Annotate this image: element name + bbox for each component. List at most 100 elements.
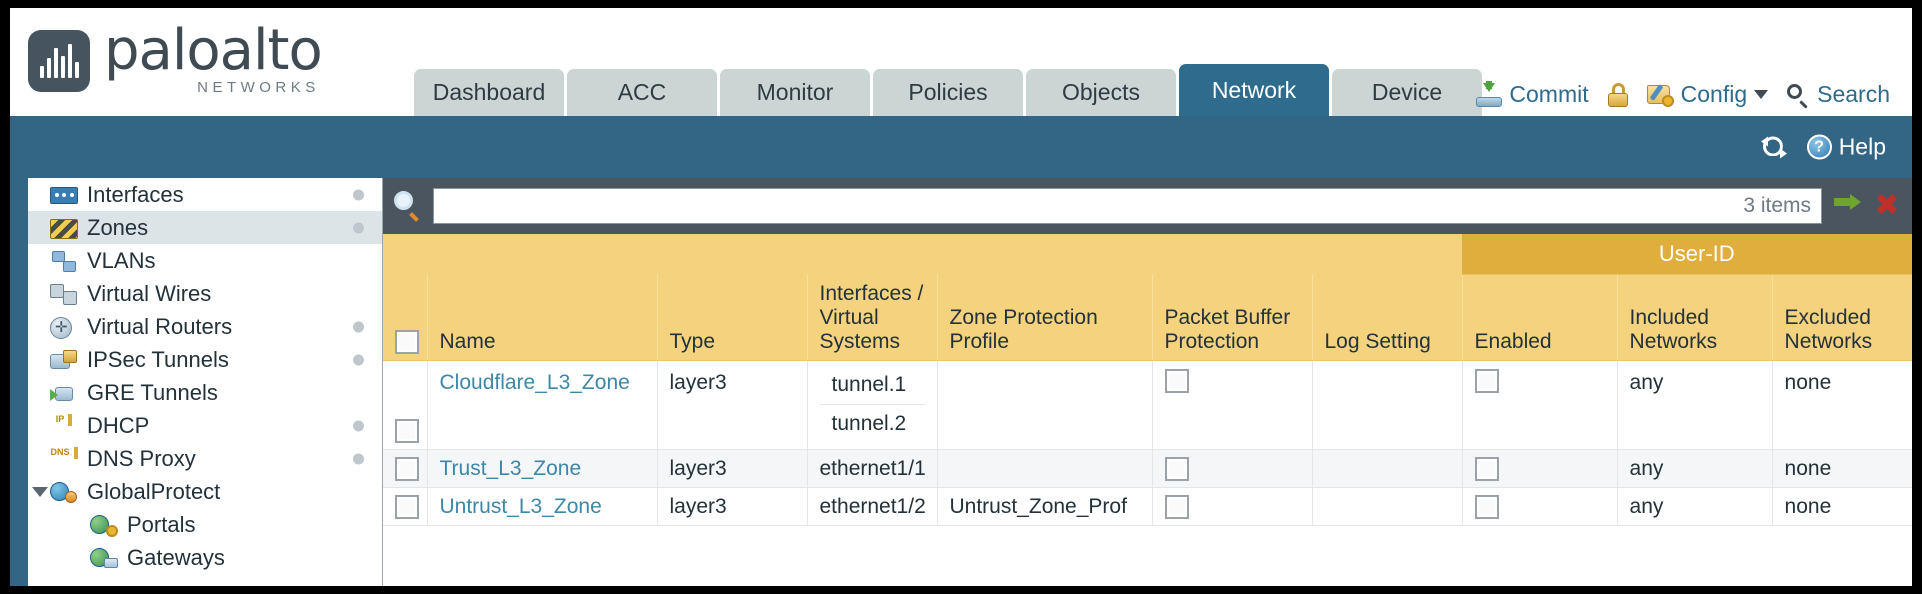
zone-protection-cell xyxy=(937,449,1153,488)
table-body: Cloudflare_L3_Zone layer3 tunnel.1 tunne… xyxy=(383,360,1912,526)
help-button[interactable]: ? Help xyxy=(1806,134,1886,161)
sidebar-item-ipsec-tunnels[interactable]: IPSec Tunnels xyxy=(28,343,382,376)
expand-dot-icon[interactable] xyxy=(353,453,364,464)
sidebar-item-gateways[interactable]: Gateways xyxy=(28,541,382,574)
zone-name-cell: Trust_L3_Zone xyxy=(427,449,658,488)
sidebar-item-vlans[interactable]: VLANs xyxy=(28,244,382,277)
header-type[interactable]: Type xyxy=(657,274,808,361)
sidebar-item-globalprotect[interactable]: GlobalProtect xyxy=(28,475,382,508)
filter-toolbar: 3 items ✖ xyxy=(383,178,1912,234)
userid-group-header: User-ID xyxy=(1462,234,1912,275)
sidebar-label: Interfaces xyxy=(87,181,184,207)
zones-table-container: User-ID Name Type Interfaces / Virtual S… xyxy=(383,234,1912,586)
tab-device[interactable]: Device xyxy=(1332,69,1482,116)
sidebar-item-virtual-wires[interactable]: Virtual Wires xyxy=(28,277,382,310)
packet-buffer-checkbox[interactable] xyxy=(1164,456,1189,481)
packet-buffer-checkbox[interactable] xyxy=(1164,368,1189,393)
chevron-down-icon[interactable] xyxy=(1754,90,1769,99)
header-excluded-nets[interactable]: Excluded Networks xyxy=(1772,274,1912,361)
tree-expand-caret-icon[interactable] xyxy=(32,486,48,497)
clear-filter-button[interactable]: ✖ xyxy=(1874,188,1900,223)
search-input[interactable]: 3 items xyxy=(433,188,1822,224)
row-checkbox[interactable] xyxy=(395,494,419,519)
apply-filter-button[interactable] xyxy=(1832,191,1862,221)
header-included-nets[interactable]: Included Networks xyxy=(1617,274,1773,361)
padlock-icon xyxy=(1607,82,1629,107)
zone-name-link[interactable]: Untrust_L3_Zone xyxy=(439,494,602,518)
tab-acc[interactable]: ACC xyxy=(567,69,717,116)
zone-protection-cell: Untrust_Zone_Prof xyxy=(937,487,1153,526)
packet-buffer-cell xyxy=(1152,449,1313,488)
sidebar-label: GlobalProtect xyxy=(87,478,221,504)
commit-icon xyxy=(1476,80,1503,107)
filter-search-icon[interactable] xyxy=(393,191,423,222)
sidebar-item-dns-proxy[interactable]: DNS DNS Proxy xyxy=(28,442,382,475)
packet-buffer-cell xyxy=(1152,360,1313,450)
included-networks-cell: any xyxy=(1617,487,1773,526)
lock-button[interactable] xyxy=(1607,82,1629,107)
virtual-routers-icon xyxy=(50,315,78,339)
expand-dot-icon[interactable] xyxy=(353,354,364,365)
excluded-networks-cell: none xyxy=(1772,449,1912,488)
sidebar-label: DNS Proxy xyxy=(87,445,196,471)
interface-item: tunnel.2 xyxy=(831,411,907,435)
tab-monitor[interactable]: Monitor xyxy=(720,69,870,116)
commit-label: Commit xyxy=(1509,81,1589,107)
header-name[interactable]: Name xyxy=(427,274,658,361)
sidebar-item-dhcp[interactable]: IP DHCP xyxy=(28,409,382,442)
refresh-icon[interactable] xyxy=(1760,135,1787,159)
column-header-row: Name Type Interfaces / Virtual Systems Z… xyxy=(383,274,1912,361)
sidebar-item-zones[interactable]: Zones xyxy=(28,211,382,244)
header-packet-buffer[interactable]: Packet Buffer Protection xyxy=(1152,274,1313,361)
userid-enabled-cell xyxy=(1462,449,1618,488)
packet-buffer-cell xyxy=(1152,487,1313,526)
expand-dot-icon[interactable] xyxy=(353,321,364,332)
commit-button[interactable]: Commit xyxy=(1476,80,1589,108)
expand-dot-icon[interactable] xyxy=(353,222,364,233)
sidebar-label: DHCP xyxy=(87,412,150,438)
tab-objects[interactable]: Objects xyxy=(1026,69,1176,116)
row-checkbox[interactable] xyxy=(395,418,419,443)
expand-dot-icon[interactable] xyxy=(353,189,364,200)
table-row[interactable]: Trust_L3_Zone layer3 ethernet1/1 xyxy=(383,449,1912,488)
tab-network[interactable]: Network xyxy=(1179,64,1329,116)
sidebar-label: Virtual Routers xyxy=(87,313,233,339)
header-interfaces[interactable]: Interfaces / Virtual Systems xyxy=(807,274,938,361)
sidebar-label: VLANs xyxy=(87,247,156,273)
sidebar-item-portals[interactable]: Portals xyxy=(28,508,382,541)
header-userid-enabled[interactable]: Enabled xyxy=(1462,274,1618,361)
table-row[interactable]: Cloudflare_L3_Zone layer3 tunnel.1 tunne… xyxy=(383,360,1912,450)
select-all-checkbox[interactable] xyxy=(395,329,419,354)
userid-enabled-checkbox[interactable] xyxy=(1474,368,1499,393)
search-button[interactable]: Search xyxy=(1786,81,1890,109)
userid-enabled-checkbox[interactable] xyxy=(1474,494,1499,519)
userid-enabled-cell xyxy=(1462,487,1618,526)
table-head: User-ID Name Type Interfaces / Virtual S… xyxy=(383,234,1912,361)
config-menu[interactable]: Config xyxy=(1646,81,1769,108)
zone-name-link[interactable]: Trust_L3_Zone xyxy=(439,456,582,480)
sidebar-item-virtual-routers[interactable]: Virtual Routers xyxy=(28,310,382,343)
header-zone-protection[interactable]: Zone Protection Profile xyxy=(937,274,1153,361)
gre-tunnels-icon xyxy=(50,381,78,405)
row-checkbox[interactable] xyxy=(395,456,419,481)
sidebar-label: Portals xyxy=(127,511,196,537)
userid-enabled-checkbox[interactable] xyxy=(1474,456,1499,481)
expand-dot-icon[interactable] xyxy=(353,420,364,431)
tab-policies[interactable]: Policies xyxy=(873,69,1023,116)
group-header-row: User-ID xyxy=(383,234,1912,275)
brand-tagline: NETWORKS xyxy=(197,79,320,96)
help-question-icon: ? xyxy=(1806,134,1832,160)
sidebar-item-interfaces[interactable]: Interfaces xyxy=(28,178,382,211)
zone-type-cell: layer3 xyxy=(657,487,808,526)
zone-name-link[interactable]: Cloudflare_L3_Zone xyxy=(439,370,630,394)
header-log-setting[interactable]: Log Setting xyxy=(1312,274,1463,361)
packet-buffer-checkbox[interactable] xyxy=(1164,494,1189,519)
table-row[interactable]: Untrust_L3_Zone layer3 ethernet1/2 Untru… xyxy=(383,487,1912,526)
tab-dashboard[interactable]: Dashboard xyxy=(414,69,564,116)
gateways-icon xyxy=(90,546,118,570)
sidebar-label: Gateways xyxy=(127,544,225,570)
sidebar-item-gre-tunnels[interactable]: GRE Tunnels xyxy=(28,376,382,409)
log-setting-cell xyxy=(1312,449,1463,488)
row-select-cell xyxy=(383,487,428,526)
zone-interfaces-cell: ethernet1/1 xyxy=(807,449,938,488)
